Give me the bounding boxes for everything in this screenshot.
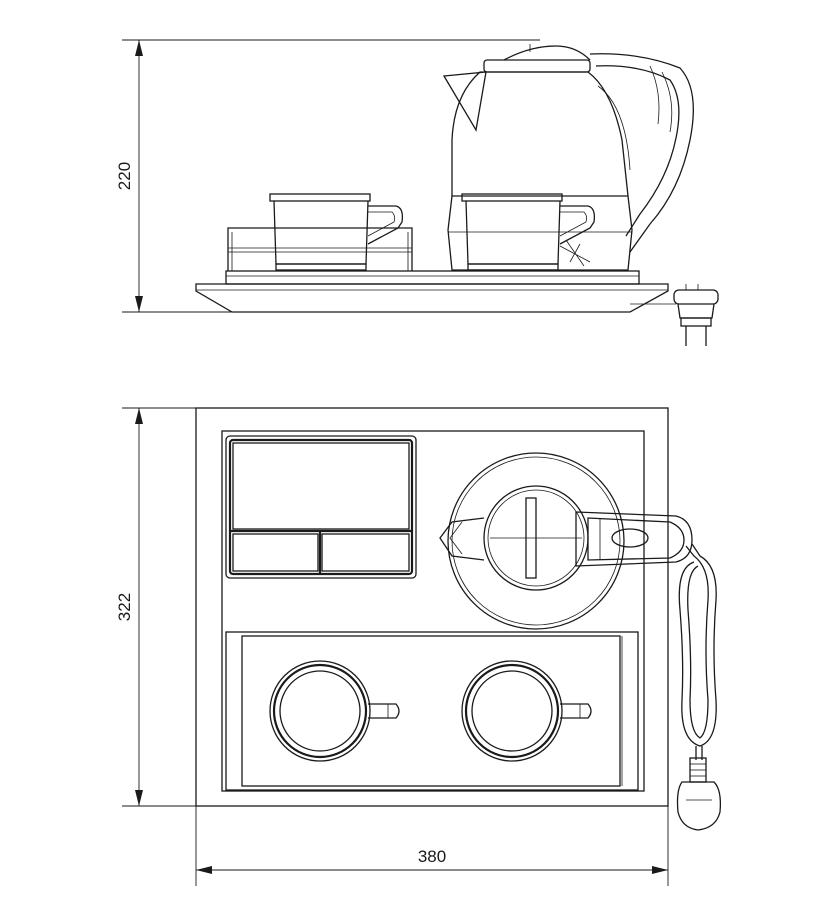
depth-dimension-label: 322 <box>115 593 134 621</box>
dimension-depth-322: 322 <box>115 407 196 807</box>
side-elevation-view: 220 <box>115 39 719 346</box>
tray-side <box>195 270 669 313</box>
power-cord-top <box>676 543 722 831</box>
tray-inner-top <box>221 430 645 792</box>
cup-top-left <box>269 660 400 762</box>
kettle-side <box>442 44 694 271</box>
cup-tray-top <box>225 631 639 791</box>
kettle-top <box>439 452 693 630</box>
power-plug-side <box>630 284 719 346</box>
top-plan-view: 322 380 <box>115 407 722 886</box>
cup-holder-side <box>227 227 413 271</box>
height-dimension-label: 220 <box>115 162 134 190</box>
cup-top-right <box>461 660 592 762</box>
cup-side-right <box>461 193 596 271</box>
dimension-width-380: 380 <box>195 806 669 886</box>
sachet-compartments <box>225 435 417 579</box>
dimension-height-220: 220 <box>115 39 540 313</box>
cup-side-left <box>269 193 404 271</box>
tray-outline-top <box>195 407 669 807</box>
width-dimension-label: 380 <box>418 847 446 866</box>
